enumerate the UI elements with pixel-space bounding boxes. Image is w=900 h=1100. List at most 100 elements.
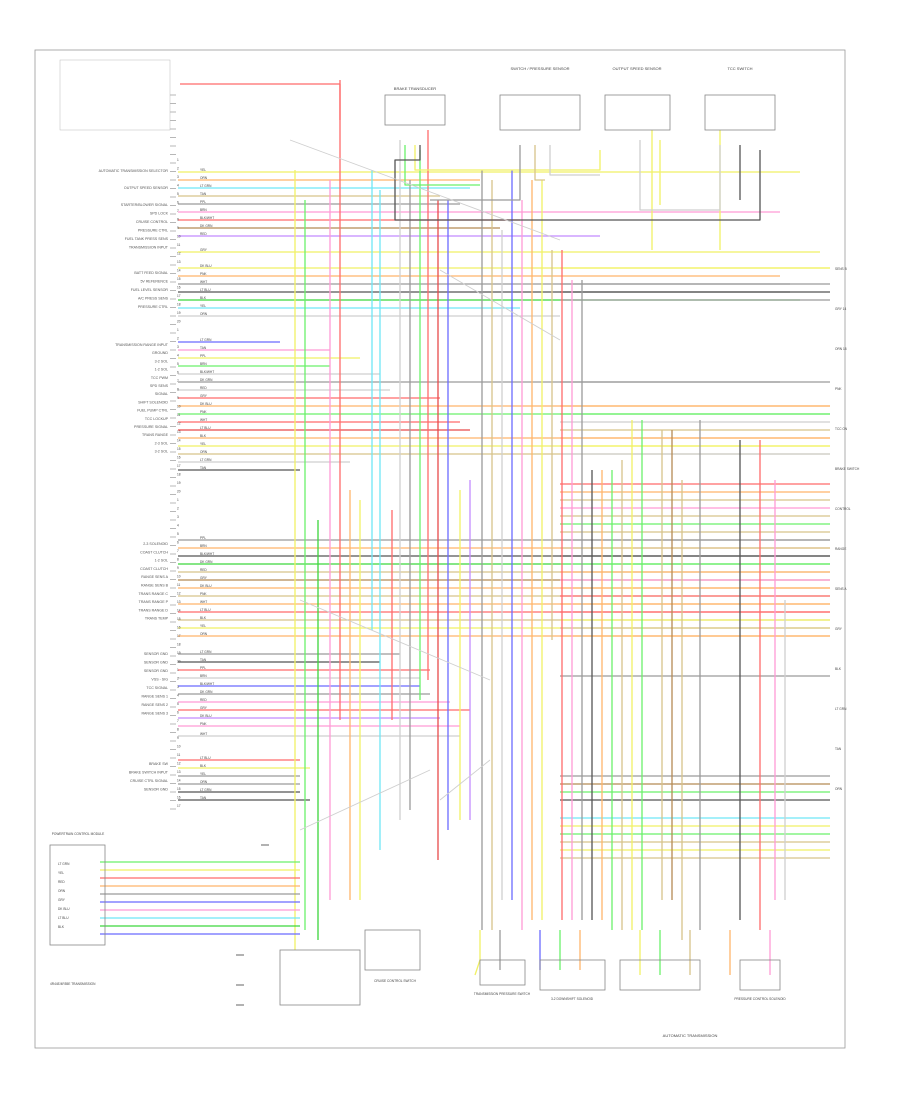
- pin-number: 14: [177, 609, 181, 613]
- wire-label: RANGE SENS 1: [141, 695, 168, 699]
- wire-label: BRAKE SWITCH INPUT: [129, 771, 169, 775]
- pin-number: 18: [177, 303, 181, 307]
- wire-label: PPL: [200, 536, 206, 540]
- wire-label: RANGE SENS 2: [141, 703, 168, 707]
- wire-label: RED: [200, 698, 207, 702]
- wire-label: GRY: [200, 576, 208, 580]
- wire-label: TCC SWITCH: [727, 66, 752, 71]
- pin-number: 13: [177, 600, 181, 604]
- wire-label: RANGE SENS A: [141, 575, 168, 579]
- wire-label: RED: [200, 568, 207, 572]
- wire-label: ORN 18: [835, 347, 847, 351]
- wire-label: LT BLU: [200, 426, 211, 430]
- wire-label: YEL: [200, 772, 206, 776]
- wire-label: CONTROL: [835, 507, 851, 511]
- wire-label: 4R44E/4R55E TRANSMISSION: [50, 982, 96, 986]
- wire-label: SENSOR GND: [144, 669, 169, 673]
- wire-label: BLK/WHT: [200, 552, 214, 556]
- wire-label: ORN: [200, 632, 208, 636]
- wire-label: PNK: [200, 272, 207, 276]
- pin-number: 17: [177, 634, 181, 638]
- wire-label: PRESSURE CONTROL SOLENOID: [734, 997, 786, 1001]
- pin-number: 19: [177, 651, 181, 655]
- wire-label: BRN: [200, 208, 207, 212]
- brake-transducer-component: [384, 94, 446, 126]
- wire-label: ORN: [200, 312, 208, 316]
- pin-number: 18: [177, 643, 181, 647]
- pin-number: 7: [177, 719, 179, 723]
- pin-number: 13: [177, 430, 181, 434]
- pin-number: 1: [177, 328, 179, 332]
- wire-label: PNK: [200, 722, 207, 726]
- wire-label: PNK: [200, 592, 207, 596]
- wire-label: LT BLU: [200, 608, 211, 612]
- pin-number: 15: [177, 277, 181, 281]
- pin-number: 16: [177, 286, 181, 290]
- pin-number: 1: [177, 668, 179, 672]
- wire-label: TRANS RANGE: [142, 433, 169, 437]
- wire-label: GRY: [835, 627, 843, 631]
- pin-number: 6: [177, 541, 179, 545]
- wire-label: FUEL LEVEL SENSOR: [131, 288, 169, 292]
- wire-label: PPL: [200, 200, 206, 204]
- wire-label: LT GRN: [835, 707, 847, 711]
- pin-number: 20: [177, 660, 181, 664]
- wire-label: SENS B: [835, 267, 847, 271]
- pin-number: 19: [177, 311, 181, 315]
- wire-label: 3-2 DOWNSHIFT SOLENOID: [551, 997, 594, 1001]
- wire-label: YEL: [200, 442, 206, 446]
- pin-number: 4: [177, 354, 179, 358]
- wire-label: TAN: [200, 796, 207, 800]
- wire-label: A/C PRESS SENS: [138, 297, 169, 301]
- wire-label: 1-2 SOL: [155, 559, 168, 563]
- wire-label: RED: [200, 232, 207, 236]
- wire-label: TRANSMISSION RANGE INPUT: [115, 343, 169, 347]
- diagram-frame: [34, 49, 846, 1049]
- wire-label: GRY: [58, 898, 66, 902]
- wire-label: PRESSURE CTRL: [138, 229, 168, 233]
- wire-label: WHT: [200, 600, 207, 604]
- downshift-solenoid-bottom: [539, 959, 606, 991]
- wire-label: BATT FEED SIGNAL: [134, 271, 168, 275]
- pin-number: 17: [177, 294, 181, 298]
- wire-label: DK GRN: [200, 224, 213, 228]
- pin-number: 10: [177, 405, 181, 409]
- pin-number: 12: [177, 252, 181, 256]
- wire-label: TCC SIGNAL: [146, 686, 168, 690]
- wire: [439, 269, 561, 341]
- wire-label: WHT: [200, 418, 207, 422]
- wire-label: AUTOMATIC TRANSMISSION: [663, 1033, 718, 1038]
- wire-label: FUEL PUMP CTRL: [137, 409, 168, 413]
- wire-layer: [100, 80, 830, 976]
- wire-label: TAN: [200, 466, 207, 470]
- wire-label: DK GRN: [200, 378, 213, 382]
- pin-number: 2: [177, 507, 179, 511]
- wire-label: OUTPUT SPEED SENSOR: [612, 66, 661, 71]
- pressure-switch-bottom: [479, 959, 526, 986]
- wire-label: LT BLU: [200, 756, 211, 760]
- wire-label: ORN: [200, 176, 208, 180]
- wire-label: TCC ON: [835, 427, 848, 431]
- wire-label: YEL: [200, 624, 206, 628]
- wire-label: PNK: [835, 387, 842, 391]
- wire-label: DK BLU: [200, 264, 212, 268]
- pin-number: 5: [177, 362, 179, 366]
- pin-number: 2: [177, 167, 179, 171]
- wire: [299, 769, 431, 831]
- pin-number: 14: [177, 269, 181, 273]
- pin-number: 4: [177, 184, 179, 188]
- wire-label: LT GRN: [200, 184, 212, 188]
- wire-label: BLK/WHT: [200, 370, 214, 374]
- pin-number: 8: [177, 558, 179, 562]
- wire-label: WHT: [200, 280, 207, 284]
- pin-number: 16: [177, 796, 181, 800]
- pin-number: 11: [177, 583, 181, 587]
- wire-label: RANGE: [835, 547, 846, 551]
- wire-label: BRAKE TRANSDUCER: [394, 86, 436, 91]
- pin-number: 11: [177, 753, 181, 757]
- pin-number: 15: [177, 787, 181, 791]
- wire-label: DK BLU: [200, 584, 212, 588]
- pin-number: 1: [177, 158, 179, 162]
- pcm-connector-box: [49, 844, 106, 946]
- wire-label: BLK/WHT: [200, 682, 214, 686]
